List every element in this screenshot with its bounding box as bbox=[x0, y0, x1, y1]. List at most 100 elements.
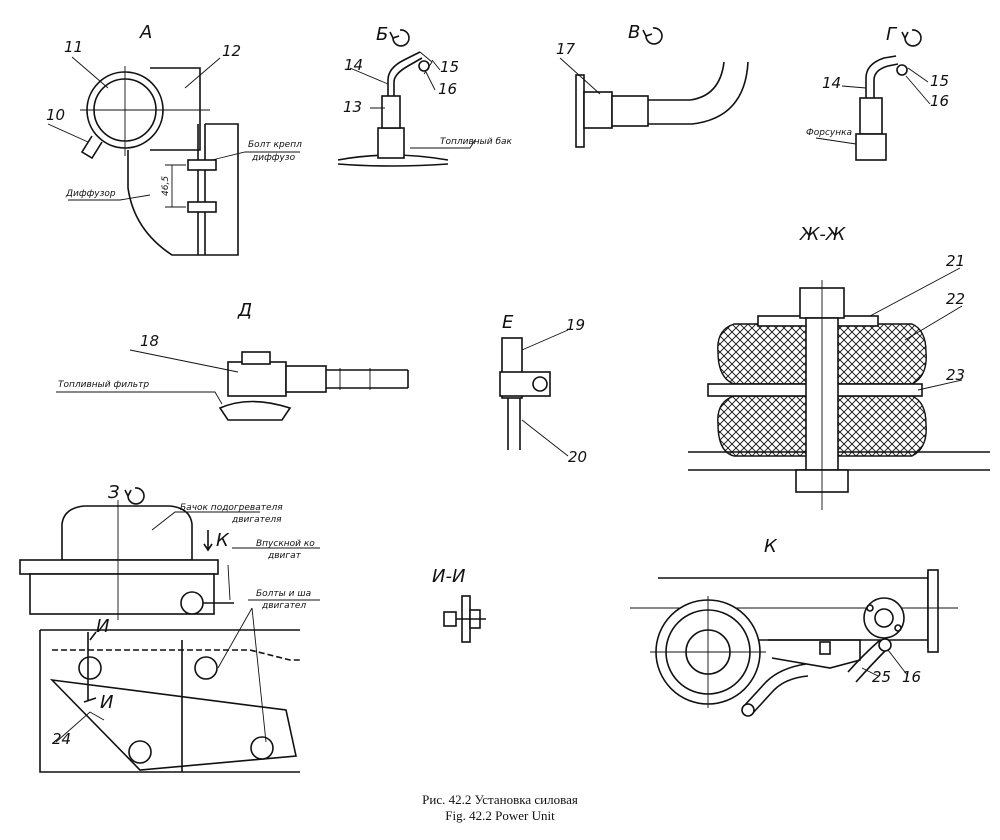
note-injector: Форсунка bbox=[806, 128, 852, 138]
bolt-lower bbox=[187, 201, 217, 213]
bracket-plate bbox=[150, 67, 201, 151]
view-v: В 17 bbox=[556, 22, 749, 148]
banjo-fitting-18 bbox=[227, 361, 287, 397]
injector-nut bbox=[855, 133, 887, 161]
leaders-zh bbox=[869, 267, 963, 391]
round-body-centerlines bbox=[650, 596, 766, 708]
tank-flange bbox=[19, 559, 219, 575]
view-z-title: З bbox=[108, 482, 120, 503]
section-i-bottom: И bbox=[100, 692, 113, 713]
section-bolt-head bbox=[443, 611, 457, 627]
fitting-13 bbox=[377, 127, 405, 159]
section-k-arrow bbox=[203, 530, 213, 552]
leaders-k bbox=[861, 649, 909, 677]
tank-centerlines bbox=[80, 66, 210, 156]
section-i-top: И bbox=[96, 616, 109, 637]
end-flange bbox=[927, 569, 939, 653]
leader-heater bbox=[151, 511, 260, 531]
leader-12 bbox=[184, 57, 221, 89]
diffuser-flange bbox=[197, 124, 206, 255]
view-k: К 25 16 bbox=[630, 536, 958, 717]
port-flange bbox=[863, 597, 905, 639]
part-number-21: 21 bbox=[946, 252, 965, 270]
view-i-section: И-И bbox=[432, 566, 486, 643]
leader-10 bbox=[47, 123, 89, 143]
bolt-2 bbox=[194, 656, 218, 680]
note-heater-tank-2: двигателя bbox=[231, 515, 282, 525]
view-b-title: Б bbox=[376, 24, 388, 45]
frame-edge bbox=[52, 649, 300, 661]
leaders-e bbox=[521, 329, 569, 457]
pipe-14b bbox=[865, 55, 897, 98]
note-bolt-diffuser-2: диффузо bbox=[251, 153, 296, 163]
clamp-bolt bbox=[532, 376, 548, 392]
view-zh-section: Ж-Ж 21 22 23 bbox=[688, 224, 990, 510]
hose-bands bbox=[339, 368, 371, 390]
pipe-left-outer bbox=[743, 663, 807, 707]
part-number-15a: 15 bbox=[440, 58, 459, 76]
note-intake-1: Впускной ко bbox=[256, 539, 315, 549]
note-bolt-diffuser-1: Болт крепл bbox=[248, 140, 302, 150]
leader-24 bbox=[55, 711, 105, 743]
leader-intake bbox=[227, 547, 320, 601]
nut-16c bbox=[878, 638, 892, 652]
side-nut bbox=[180, 591, 204, 615]
part-number-17: 17 bbox=[556, 40, 576, 58]
view-i-title: И-И bbox=[432, 566, 465, 587]
support-bracket bbox=[768, 639, 861, 669]
pipe-14-inner bbox=[393, 57, 423, 96]
note-intake-2: двигат bbox=[267, 551, 302, 561]
pipe-14b-inner bbox=[873, 63, 899, 98]
leaders-b bbox=[349, 59, 476, 149]
pipe-14 bbox=[387, 51, 421, 96]
pipe-20 bbox=[507, 398, 521, 450]
mounting-plate bbox=[575, 74, 585, 148]
frame-plate bbox=[39, 629, 300, 773]
banjo-bolt-head bbox=[241, 351, 271, 365]
fitting-body-g bbox=[859, 97, 883, 135]
part-number-23: 23 bbox=[946, 366, 965, 384]
view-a: А 46,5 11 12 10 Болт крепл диффузо Диффу… bbox=[46, 22, 302, 256]
nut-16b bbox=[896, 64, 908, 76]
part-number-25: 25 bbox=[872, 668, 891, 686]
leader-17 bbox=[559, 57, 601, 95]
view-zh-title: Ж-Ж bbox=[799, 224, 846, 245]
part-number-10: 10 bbox=[46, 106, 65, 124]
leader-diffuser bbox=[68, 194, 151, 201]
fitting-17 bbox=[583, 91, 613, 129]
note-heater-tank-1: Бачок подогревателя bbox=[180, 503, 283, 513]
port-bore bbox=[874, 608, 894, 628]
pipe-25-outer bbox=[847, 639, 881, 673]
elbow-15 bbox=[419, 51, 433, 75]
part-number-14a: 14 bbox=[344, 56, 363, 74]
leader-11 bbox=[71, 56, 109, 89]
pipe-left-inner bbox=[751, 675, 809, 715]
part-number-11: 11 bbox=[64, 38, 83, 56]
part-number-16b: 16 bbox=[930, 92, 949, 110]
note-bolts-1: Болты и ша bbox=[256, 589, 311, 599]
view-e: Е 19 20 bbox=[499, 312, 587, 466]
part-number-20: 20 bbox=[568, 448, 587, 466]
view-d: Д 18 Топливный фильтр bbox=[56, 300, 409, 421]
hose-d bbox=[326, 369, 409, 389]
note-bolts-2: двигател bbox=[261, 601, 306, 611]
view-b: Б 14 15 16 13 Топливный бак bbox=[337, 24, 513, 167]
part-number-16a: 16 bbox=[438, 80, 457, 98]
diffuser-body bbox=[127, 123, 239, 256]
note-fuel-tank: Топливный бак bbox=[440, 137, 513, 147]
bracket-24 bbox=[49, 640, 297, 772]
rotation-arrow-icon bbox=[124, 487, 145, 505]
section-k-label: К bbox=[216, 530, 230, 551]
section-i-line bbox=[83, 631, 97, 703]
hose-nut-d bbox=[285, 365, 327, 393]
heater-tank bbox=[61, 505, 193, 561]
union-nut bbox=[611, 95, 649, 127]
view-v-title: В bbox=[628, 22, 640, 43]
clamp-bracket bbox=[499, 371, 551, 397]
part-number-14b: 14 bbox=[822, 74, 841, 92]
view-e-title: Е bbox=[502, 312, 514, 333]
part-number-18: 18 bbox=[140, 332, 159, 350]
bolt-upper bbox=[187, 159, 217, 171]
flange-bolt-1 bbox=[866, 604, 874, 612]
